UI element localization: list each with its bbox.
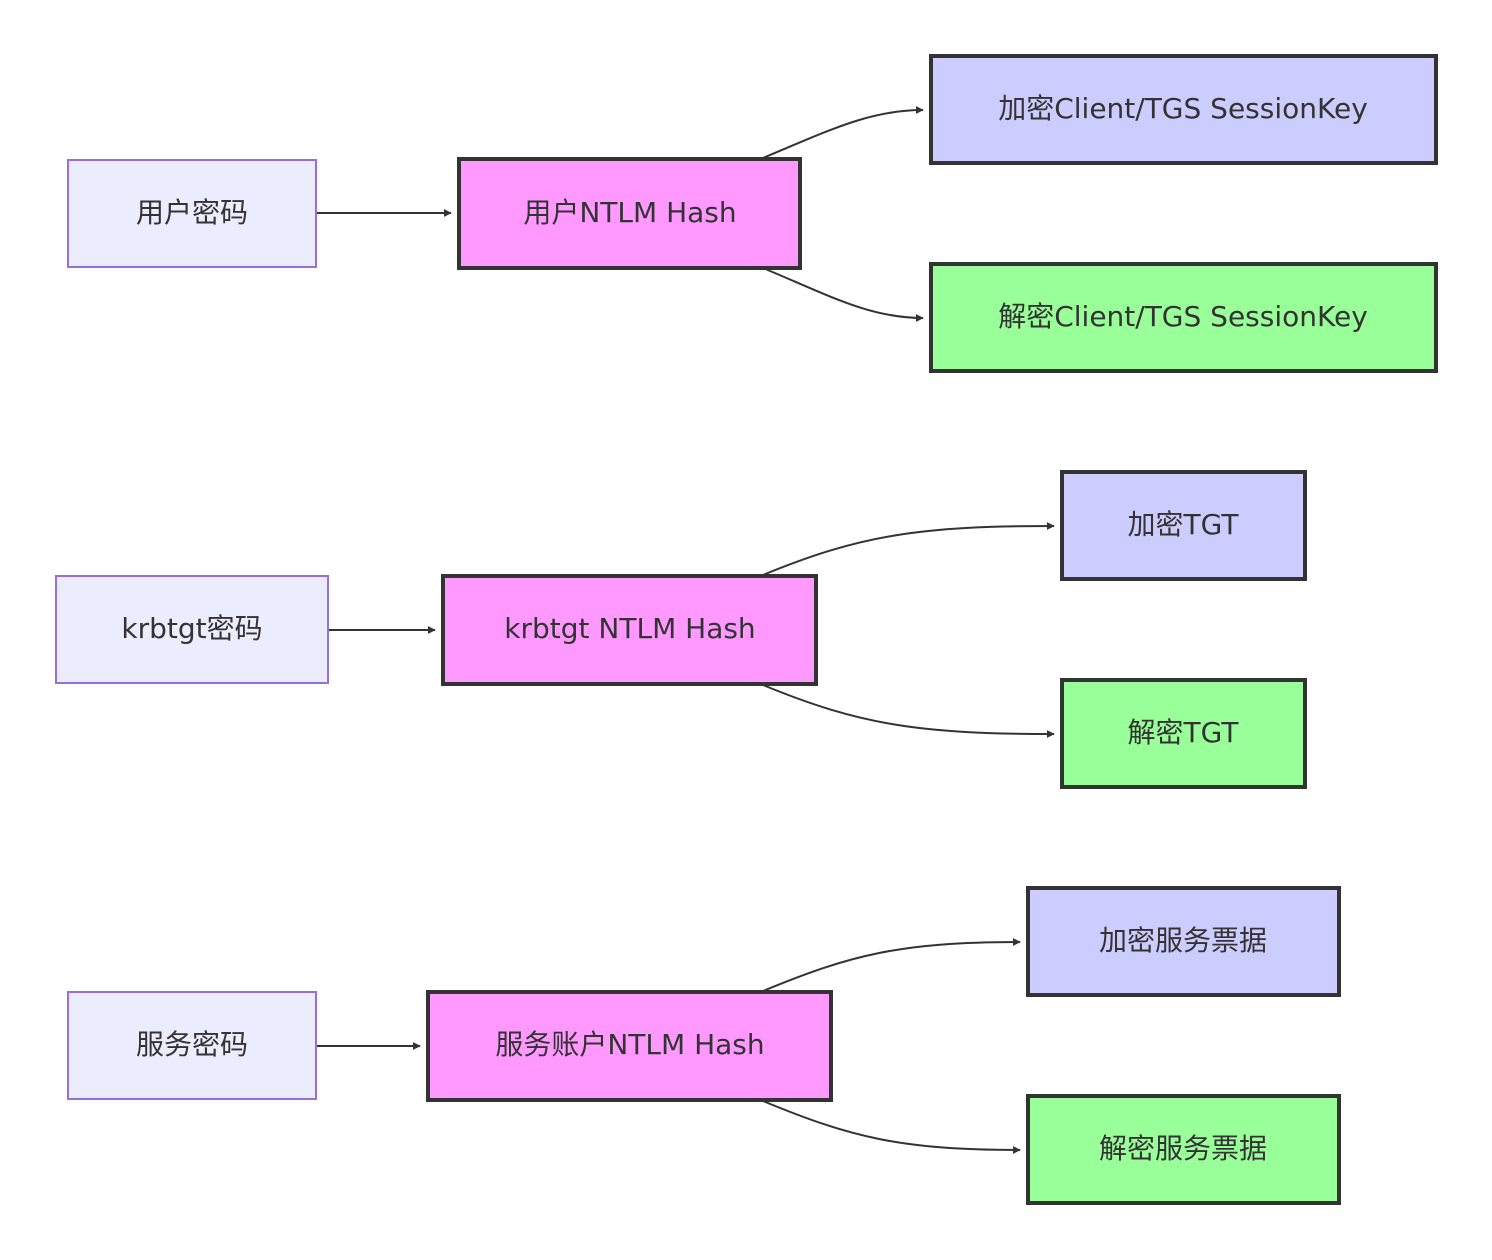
node-label: 解密服务票据 [1099,1132,1267,1165]
edge-service-hash-to-encrypt [762,938,1021,992]
node-user-ntlm-hash[interactable]: 用户NTLM Hash [457,157,802,270]
node-label: krbtgt NTLM Hash [504,612,755,645]
node-decrypt-service-ticket[interactable]: 解密服务票据 [1026,1094,1341,1205]
node-service-account-ntlm-hash[interactable]: 服务账户NTLM Hash [426,990,833,1102]
node-label: 服务账户NTLM Hash [495,1028,764,1061]
node-encrypt-tgt[interactable]: 加密TGT [1060,470,1307,581]
node-encrypt-session-key[interactable]: 加密Client/TGS SessionKey [929,54,1438,165]
node-service-password[interactable]: 服务密码 [67,991,317,1100]
node-label: 加密TGT [1128,508,1240,541]
node-user-password[interactable]: 用户密码 [67,159,317,268]
node-krbtgt-ntlm-hash[interactable]: krbtgt NTLM Hash [441,574,818,686]
group-service: 服务密码 服务账户NTLM Hash 加密服务票据 解密服务票据 [67,886,1341,1205]
node-krbtgt-password[interactable]: krbtgt密码 [55,575,329,684]
node-decrypt-session-key[interactable]: 解密Client/TGS SessionKey [929,262,1438,373]
node-label: 加密服务票据 [1099,924,1267,957]
node-label: 用户NTLM Hash [523,196,736,229]
group-user: 用户密码 用户NTLM Hash 加密Client/TGS SessionKey… [67,54,1438,373]
node-label: krbtgt密码 [121,612,262,645]
edge-service-hash-to-decrypt [762,1100,1021,1154]
node-label: 解密TGT [1128,716,1240,749]
node-label: 服务密码 [136,1028,248,1061]
group-krbtgt: krbtgt密码 krbtgt NTLM Hash 加密TGT 解密TGT [55,470,1307,789]
edge-user-hash-to-decrypt [762,267,924,322]
edge-krbtgt-hash-to-encrypt [762,522,1055,576]
edge-krbtgt-hash-to-decrypt [762,684,1055,738]
node-label: 加密Client/TGS SessionKey [998,92,1368,125]
node-label: 解密Client/TGS SessionKey [998,300,1368,333]
node-encrypt-service-ticket[interactable]: 加密服务票据 [1026,886,1341,997]
edge-user-hash-to-encrypt [762,106,924,159]
node-label: 用户密码 [136,196,248,229]
node-decrypt-tgt[interactable]: 解密TGT [1060,678,1307,789]
